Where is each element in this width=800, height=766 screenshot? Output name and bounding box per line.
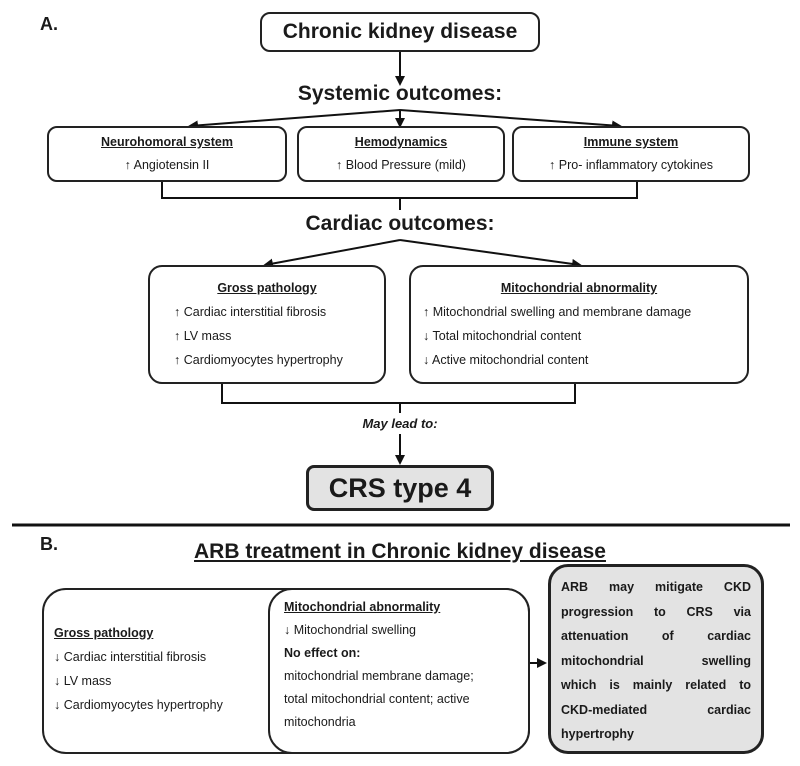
panel-a-label: A. (40, 14, 58, 34)
arb-mito-item: ↓ Mitochondrial swelling (284, 623, 417, 637)
neurohormonal-box: Neurohomoral system ↑ Angiotensin II (47, 126, 287, 182)
conclusion-line-3: attenuation of cardiac (561, 629, 751, 643)
arb-no-effect-line-1: mitochondrial membrane damage; (284, 669, 474, 683)
neurohormonal-item: ↑ Angiotensin II (124, 158, 210, 172)
immune-box: Immune system ↑ Pro- inflammatory cytoki… (512, 126, 750, 182)
gross-pathology-box: Gross pathology ↑ Cardiac interstitial f… (148, 265, 386, 384)
conclusion-line-6: CKD-mediated cardiac (561, 702, 751, 717)
arb-no-effect-label: No effect on: (284, 646, 361, 660)
mito-item-1: ↑ Mitochondrial swelling and membrane da… (423, 305, 692, 319)
immune-title: Immune system (583, 135, 679, 149)
arb-gross-title: Gross pathology (54, 626, 154, 640)
arb-gross-item-1: ↓ Cardiac interstitial fibrosis (54, 650, 207, 664)
arb-mito-box: Mitochondrial abnormality ↓ Mitochondria… (268, 588, 530, 754)
arb-no-effect-line-2: total mitochondrial content; active (284, 692, 470, 706)
conclusion-line-4: mitochondrial swelling (561, 653, 751, 668)
conclusion-line-1: ARB may mitigate CKD (561, 580, 751, 594)
conclusion-line-5: which is mainly related to (561, 678, 751, 692)
arb-gross-item-3: ↓ Cardiomyocytes hypertrophy (54, 698, 223, 712)
panel-b-label: B. (40, 534, 58, 554)
gross-item-3: ↑ Cardiomyocytes hypertrophy (174, 353, 343, 367)
cardiac-outcomes-heading: Cardiac outcomes: (305, 212, 495, 235)
gross-item-1: ↑ Cardiac interstitial fibrosis (174, 305, 327, 319)
conclusion-line-2: progression to CRS via (561, 604, 751, 619)
ckd-box: Chronic kidney disease (260, 12, 540, 52)
hemodynamics-item: ↑ Blood Pressure (mild) (336, 158, 466, 172)
conclusion-line-7: hypertrophy (561, 727, 634, 741)
arb-gross-item-2: ↓ LV mass (54, 674, 112, 688)
systemic-outcomes-heading: Systemic outcomes: (297, 82, 503, 105)
mito-item-3: ↓ Active mitochondrial content (423, 353, 589, 367)
panel-b-title: ARB treatment in Chronic kidney disease (194, 540, 606, 563)
arb-gross-pathology: Gross pathology ↓ Cardiac interstitial f… (54, 626, 274, 712)
arb-mito-title: Mitochondrial abnormality (284, 600, 441, 614)
mito-item-2: ↓ Total mitochondrial content (423, 329, 582, 343)
crs-type4-box: CRS type 4 (306, 465, 494, 511)
gross-item-2: ↑ LV mass (174, 329, 232, 343)
mito-abnormality-box: Mitochondrial abnormality ↑ Mitochondria… (409, 265, 749, 384)
arb-no-effect-line-3: mitochondria (284, 715, 356, 729)
neurohormonal-title: Neurohomoral system (101, 135, 233, 149)
hemodynamics-title: Hemodynamics (354, 135, 448, 149)
hemodynamics-box: Hemodynamics ↑ Blood Pressure (mild) (297, 126, 505, 182)
gross-pathology-title: Gross pathology (217, 281, 317, 295)
mito-abnormality-title: Mitochondrial abnormality (500, 281, 658, 295)
may-lead-to-label: May lead to: (362, 416, 438, 431)
immune-item: ↑ Pro- inflammatory cytokines (549, 158, 713, 172)
arb-conclusion-box: ARB may mitigate CKD progression to CRS … (548, 564, 764, 754)
